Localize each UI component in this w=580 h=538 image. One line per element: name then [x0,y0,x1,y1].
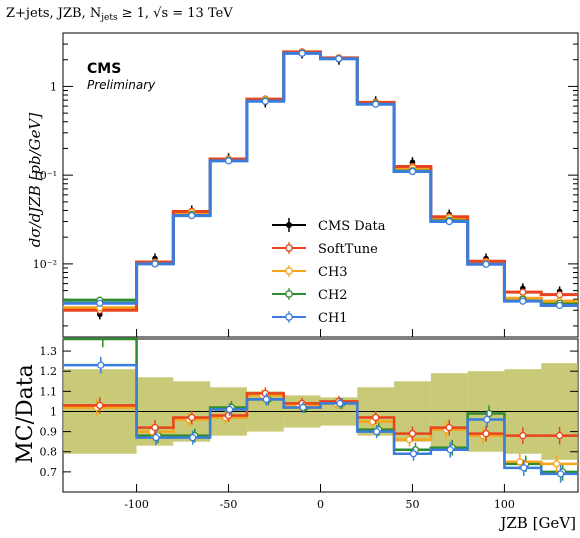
legend-label-SoftTune: SoftTune [318,242,378,257]
ratio-marker-CH1 [262,395,270,404]
marker-CH1 [96,299,104,307]
marker-SoftTune [519,288,527,296]
ratio-ytick-label-6: 1.3 [40,345,58,358]
ratio-xtick-label-0: -100 [124,498,149,511]
legend-label-CH2: CH2 [318,288,348,303]
ratio-marker-SoftTune [188,413,196,422]
ratio-marker-CH1 [446,446,454,454]
legend-marker-CH2 [285,290,293,298]
marker-CH1 [188,211,196,220]
cms-label: CMS [87,61,121,77]
ratio-marker-CH1 [299,403,307,412]
marker-CH1 [298,49,306,57]
marker-CH1 [408,167,417,176]
ratio-marker-CH1 [152,433,160,442]
ratio-marker-CH1 [336,399,344,408]
ratio-ytick-label-3: 1 [50,405,57,418]
ratio-xtick-label-4: 100 [494,498,515,511]
marker-CH1 [555,301,564,310]
ratio-marker-CH1 [409,450,418,458]
ratio-ytick-label-0: 0.7 [40,466,58,479]
ratio-marker-SoftTune [224,411,233,420]
marker-CH1 [445,217,453,226]
legend-label-data: CMS Data [318,219,386,234]
legend-marker-CH1 [285,313,293,321]
marker-CH1 [482,260,490,268]
ratio-marker-CH1 [373,427,381,436]
ratio-marker-SoftTune [482,429,490,438]
main-panel: 1 10⁻¹ 10⁻² [33,43,578,337]
marker-CH1 [261,97,269,105]
legend-marker-CH3 [285,267,293,275]
ratio-y-axis-label: MC/Data [13,364,38,463]
ratio-xtick-label-2: 0 [317,498,324,511]
legend-marker-SoftTune [285,244,293,252]
header-process: Z+jets, JZB, Njets≥ 1, √s = 13 TeV [6,6,233,23]
ratio-marker-CH1 [225,405,234,414]
ratio-marker-CH3 [516,458,524,466]
ratio-marker-CH1 [97,361,105,369]
ratio-ytick-label-5: 1.2 [40,365,58,378]
marker-CH1 [372,100,380,108]
main-ytick-label-2: 10⁻² [33,258,57,271]
ratio-marker-SoftTune [261,389,269,398]
ratio-panel: 0.7 0.8 0.9 1 1.1 1.2 1.3 -100 -50 0 50 100 [40,337,578,511]
preliminary-label: Preliminary [87,78,156,92]
ratio-marker-CH1 [483,415,491,424]
marker-CH1 [519,297,527,305]
ratio-marker-CH3 [552,460,561,468]
ratio-marker-CH1 [520,464,528,472]
main-ytick-label-0: 1 [50,80,57,93]
ratio-marker-SoftTune [96,401,104,410]
ratio-ytick-label-2: 0.9 [40,426,58,439]
ratio-ytick-label-1: 0.8 [40,446,58,459]
ratio-marker-CH3 [405,436,414,444]
legend-marker-data [286,222,292,228]
ratio-marker-SoftTune [372,413,380,422]
ratio-marker-SoftTune [408,429,417,438]
marker-CH1 [224,157,233,165]
ratio-marker-SoftTune [555,431,564,440]
ratio-marker-SoftTune [445,423,453,432]
main-ytick-label-1: 10⁻¹ [33,169,57,182]
main-y-axis-label: dσ/dJZB [pb/GeV] [26,113,44,248]
x-axis-label: JZB [GeV] [498,514,576,532]
ratio-ytick-label-4: 1.1 [40,385,58,398]
ratio-xtick-label-1: -50 [220,498,238,511]
ratio-marker-CH1 [189,433,197,442]
ratio-marker-CH1 [556,470,565,478]
ratio-marker-SoftTune [151,423,159,432]
legend-label-CH1: CH1 [318,311,348,326]
header-njets-sub: jets [100,13,118,23]
legend-label-CH3: CH3 [318,265,348,280]
marker-CH1 [335,55,343,63]
ratio-xtick-label-3: 50 [405,498,419,511]
marker-SoftTune [555,291,564,299]
ratio-line-CH1 [63,363,578,476]
ratio-marker-SoftTune [519,431,527,440]
marker-CH1 [151,260,159,268]
